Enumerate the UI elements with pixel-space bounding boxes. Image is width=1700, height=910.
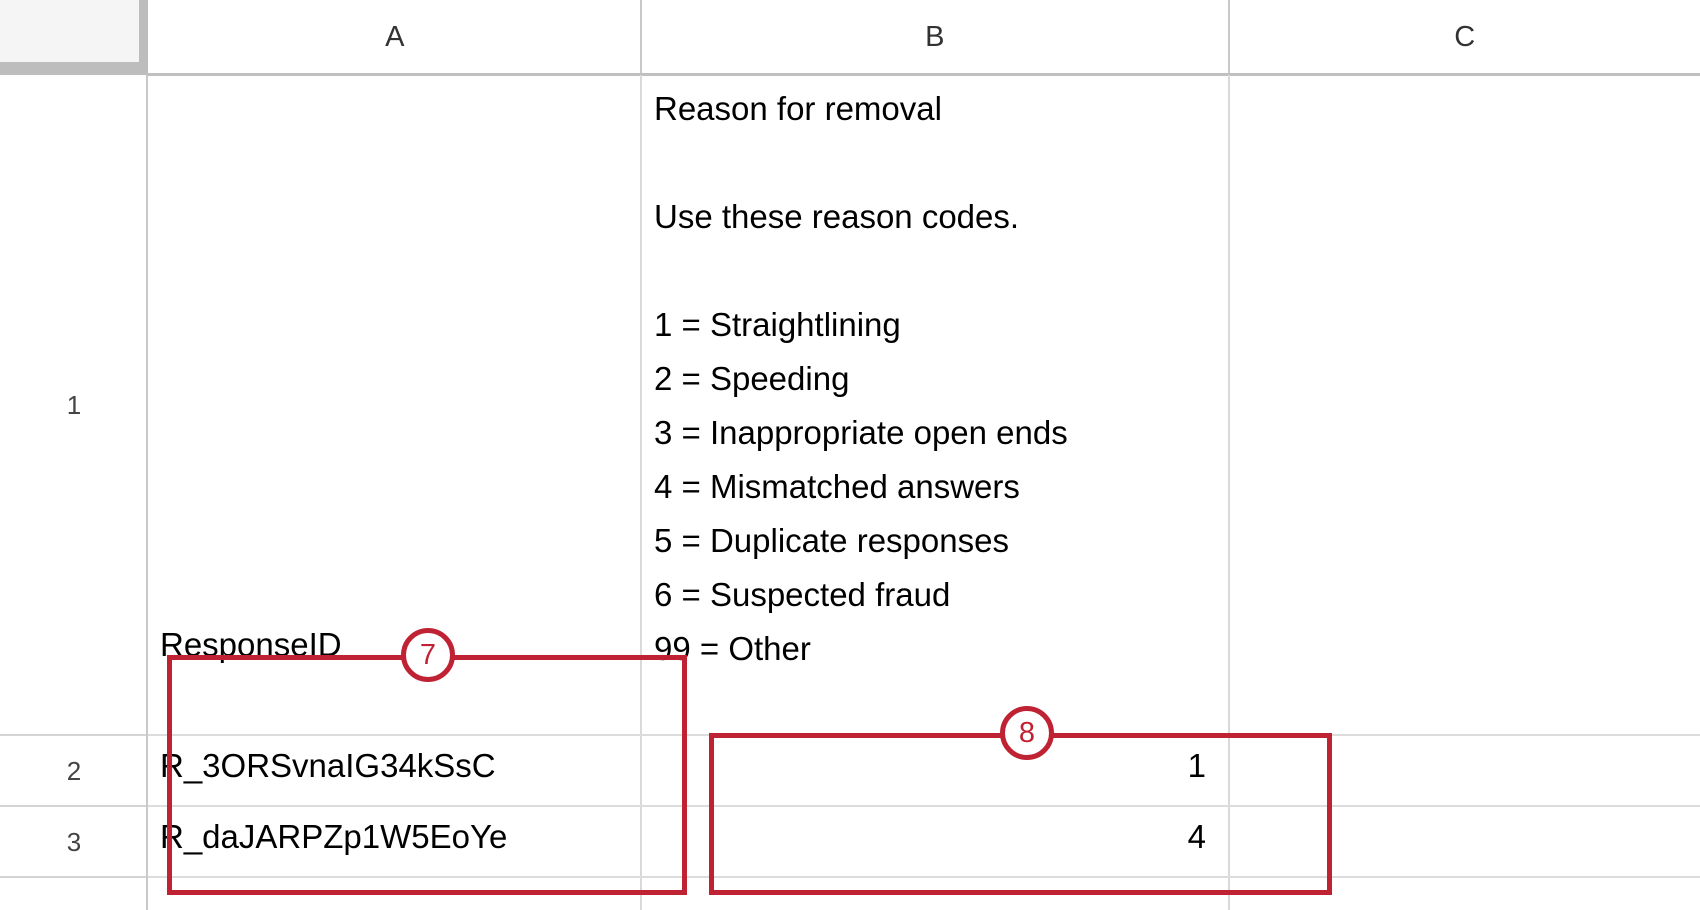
header-underline (148, 73, 1700, 76)
gridline-horizontal-r2 (148, 805, 1700, 807)
cell-a2[interactable]: R_3ORSvnaIG34kSsC (160, 747, 496, 784)
gridline-vertical-bc (1228, 75, 1230, 910)
annotation-badge-8: 8 (1000, 706, 1054, 760)
row-header-divider-2[interactable] (0, 805, 148, 807)
cell-a3[interactable]: R_daJARPZp1W5EoYe (160, 818, 508, 855)
column-header-c[interactable]: C (1230, 0, 1700, 75)
row-header-3[interactable]: 3 (0, 807, 148, 877)
corner-right-edge (139, 0, 148, 75)
column-header-b-label: B (925, 21, 945, 53)
corner-bottom-edge (0, 62, 148, 75)
column-header-a-label: A (385, 21, 405, 53)
row-header-3-label: 3 (66, 826, 82, 857)
cell-a1-responseid[interactable]: ResponseID (160, 626, 342, 663)
gridline-horizontal-r1 (148, 734, 1700, 736)
row-header-1-label: 1 (66, 389, 82, 420)
cell-b1[interactable]: Reason for removal Use these reason code… (654, 90, 1068, 667)
column-header-c-label: C (1454, 21, 1476, 53)
row-header-1[interactable]: 1 (0, 75, 148, 735)
select-all-corner-button[interactable] (0, 0, 139, 62)
cell-b3[interactable]: 4 (1187, 818, 1206, 855)
row-header-divider-1[interactable] (0, 734, 148, 736)
column-header-b[interactable]: B (642, 0, 1228, 75)
row-header-divider-3[interactable] (0, 876, 148, 878)
column-header-divider-ab[interactable] (640, 0, 642, 75)
row-header-2[interactable]: 2 (0, 736, 148, 806)
row-header-2-label: 2 (66, 755, 82, 786)
gridline-horizontal-r3 (148, 876, 1700, 878)
column-header-divider-bc[interactable] (1228, 0, 1230, 75)
row-header-right-border (146, 75, 148, 910)
gridline-vertical-ab (640, 75, 642, 910)
annotation-badge-7: 7 (401, 628, 455, 682)
column-header-a[interactable]: A (148, 0, 642, 75)
cell-b2[interactable]: 1 (1187, 747, 1206, 784)
